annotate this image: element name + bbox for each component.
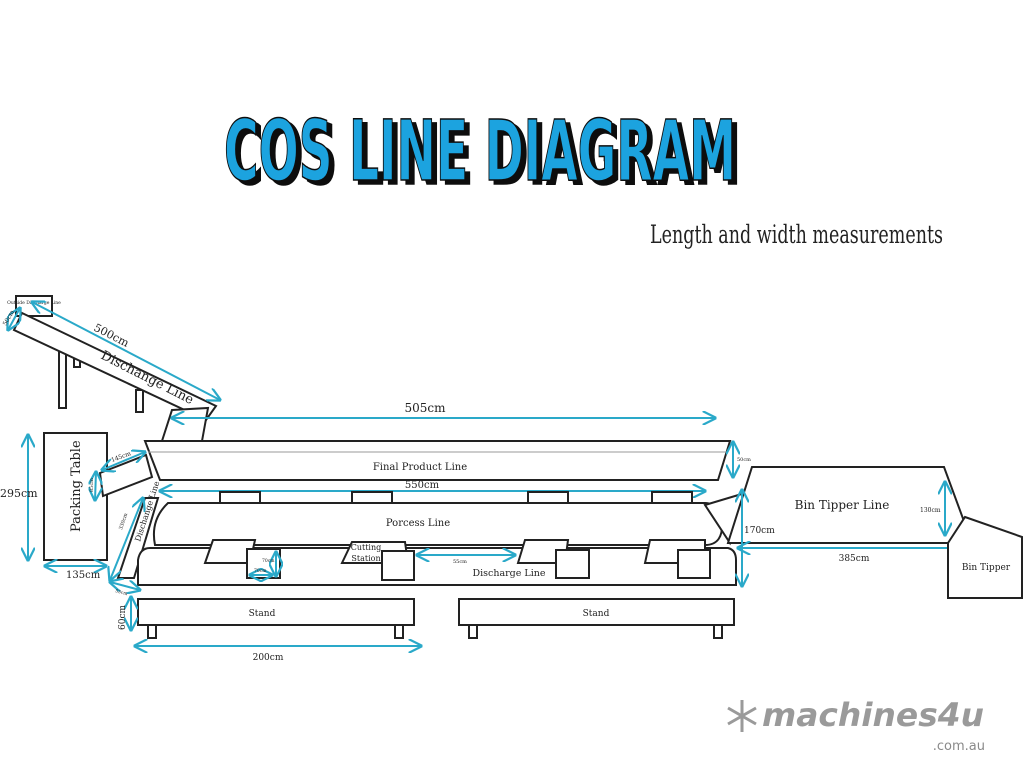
cutting-station-label: Cutting <box>351 543 382 552</box>
stand-leg <box>147 624 157 639</box>
logo-name: machines4u <box>762 696 984 734</box>
dim-bin-height-label: 170cm <box>744 526 775 536</box>
stand-leg <box>713 624 723 639</box>
box <box>677 549 711 579</box>
dim-packing-width-label: 135cm <box>66 570 101 581</box>
bin-tipper-label: Bin Tipper <box>962 563 1011 573</box>
dim-side-length <box>110 498 143 580</box>
bin-tipper-line-label: Bin Tipper Line <box>795 498 890 512</box>
discharge-incline-label: Dischange Line <box>98 348 196 408</box>
dim-packing-height-label: 295cm <box>0 487 38 500</box>
stand-leg <box>394 624 404 639</box>
stand-label: Stand <box>249 609 276 619</box>
cutting-station-label: Station <box>351 554 380 563</box>
discharge-line-label: Discharge Line <box>473 568 546 579</box>
incline-leg <box>135 389 144 413</box>
final-product-label: Final Product Line <box>373 462 467 473</box>
final-product-line <box>143 440 732 481</box>
stand <box>137 598 415 626</box>
dim-chute-width-label: 85cm <box>89 478 95 492</box>
dim-incline-length-label: 500cm <box>92 321 132 350</box>
connector-chute <box>160 406 210 442</box>
machines4u-logo: machines4u .com.au <box>727 696 985 754</box>
dim-final-width-label: 50cm <box>737 457 751 463</box>
box <box>381 550 415 581</box>
process-line-label: Porcess Line <box>386 518 450 529</box>
title-text: COS LINE DIAGRAM <box>224 102 736 200</box>
box <box>555 549 590 579</box>
dim-process-length-label: 550cm <box>405 480 440 491</box>
stand <box>458 598 735 626</box>
dim-bin-length-label: 385cm <box>839 554 870 564</box>
dim-box-w-label: 70cm <box>254 568 267 574</box>
dim-base-offset <box>110 582 140 590</box>
subtitle: Length and width measurements <box>650 220 943 249</box>
stand-label: Stand <box>583 609 610 619</box>
dim-incline-width <box>8 308 20 330</box>
dim-final-length-label: 505cm <box>404 401 446 415</box>
dim-chute-length <box>102 452 145 470</box>
dim-side-length-label: 330cm <box>118 512 129 530</box>
dim-gap-label: 55cm <box>453 559 467 565</box>
dim-incline-length <box>32 302 220 400</box>
dim-stand-height-label: 60cm <box>118 605 128 630</box>
dim-bin-width-label: 130cm <box>920 507 941 514</box>
dim-base-offset-label: 55cm <box>114 588 128 597</box>
dim-stand-length-label: 200cm <box>253 653 284 663</box>
packing-table-label: Packing Table <box>69 440 84 532</box>
snowflake-icon <box>727 700 757 732</box>
logo-domain: .com.au <box>933 739 985 754</box>
page-title: COS LINE DIAGRAM <box>223 101 737 201</box>
stand-leg <box>468 624 478 639</box>
dim-chute-width <box>95 472 96 500</box>
bin-tipper <box>947 515 1023 599</box>
dim-box-h-label: 70cm <box>262 558 275 564</box>
